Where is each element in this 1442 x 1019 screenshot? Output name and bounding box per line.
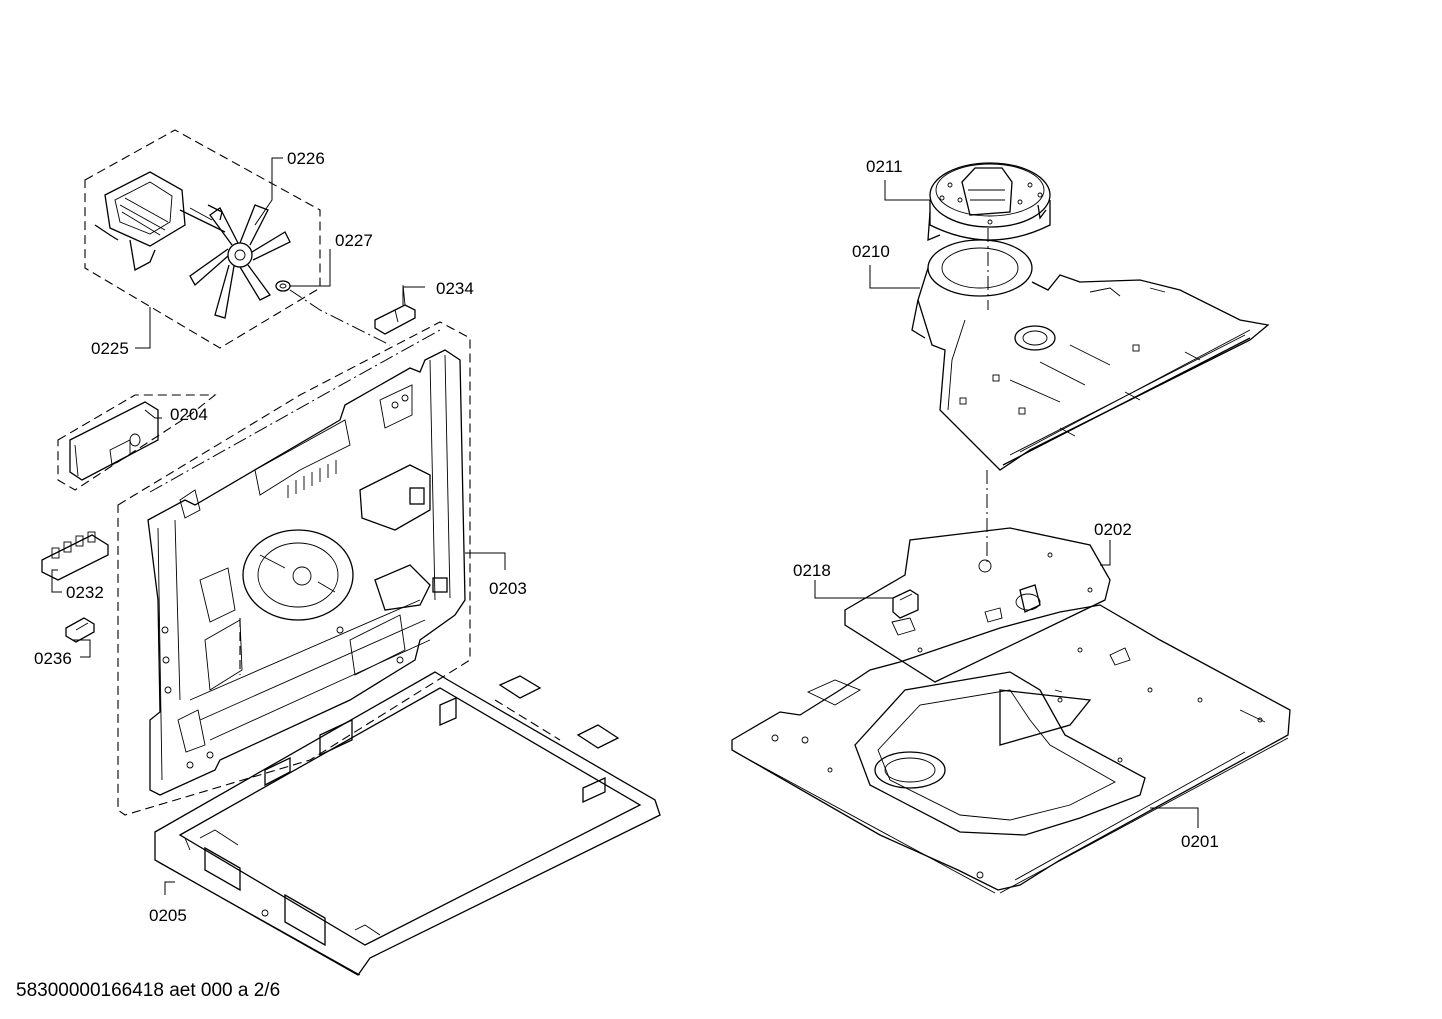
- label-0211: 0211: [866, 157, 903, 176]
- label-0225: 0225: [91, 339, 129, 358]
- base-pan-0201: [731, 604, 1291, 894]
- plate-0202: [844, 527, 1111, 683]
- clip-0236: [65, 617, 95, 643]
- fan-motor-group-0225: [84, 129, 321, 349]
- air-duct-0210: [911, 239, 1270, 471]
- blower-fan-0211: [927, 162, 1051, 242]
- label-0218: 0218: [793, 561, 831, 580]
- bracket-0234: [374, 284, 416, 335]
- rear-panel-0203: [147, 349, 466, 796]
- label-0234: 0234: [436, 279, 474, 298]
- sensor-0218: [892, 589, 919, 619]
- cover-plate-0204: [69, 401, 159, 481]
- label-0210: 0210: [852, 242, 890, 261]
- label-0205: 0205: [149, 906, 187, 925]
- label-0202: 0202: [1094, 520, 1132, 539]
- label-0232: 0232: [66, 583, 104, 602]
- label-0204: 0204: [170, 405, 208, 424]
- label-0227: 0227: [335, 231, 373, 250]
- base-frame-0205: [154, 671, 661, 976]
- label-0226: 0226: [287, 149, 325, 168]
- fan-impeller-0226: [189, 204, 291, 319]
- nut-0227: [275, 280, 291, 292]
- label-0203: 0203: [489, 579, 527, 598]
- document-footer-id: 58300000166418 aet 000 a 2/6: [16, 980, 281, 1001]
- terminal-block-0232: [41, 531, 109, 581]
- label-0201: 0201: [1181, 832, 1219, 851]
- label-0236: 0236: [34, 649, 72, 668]
